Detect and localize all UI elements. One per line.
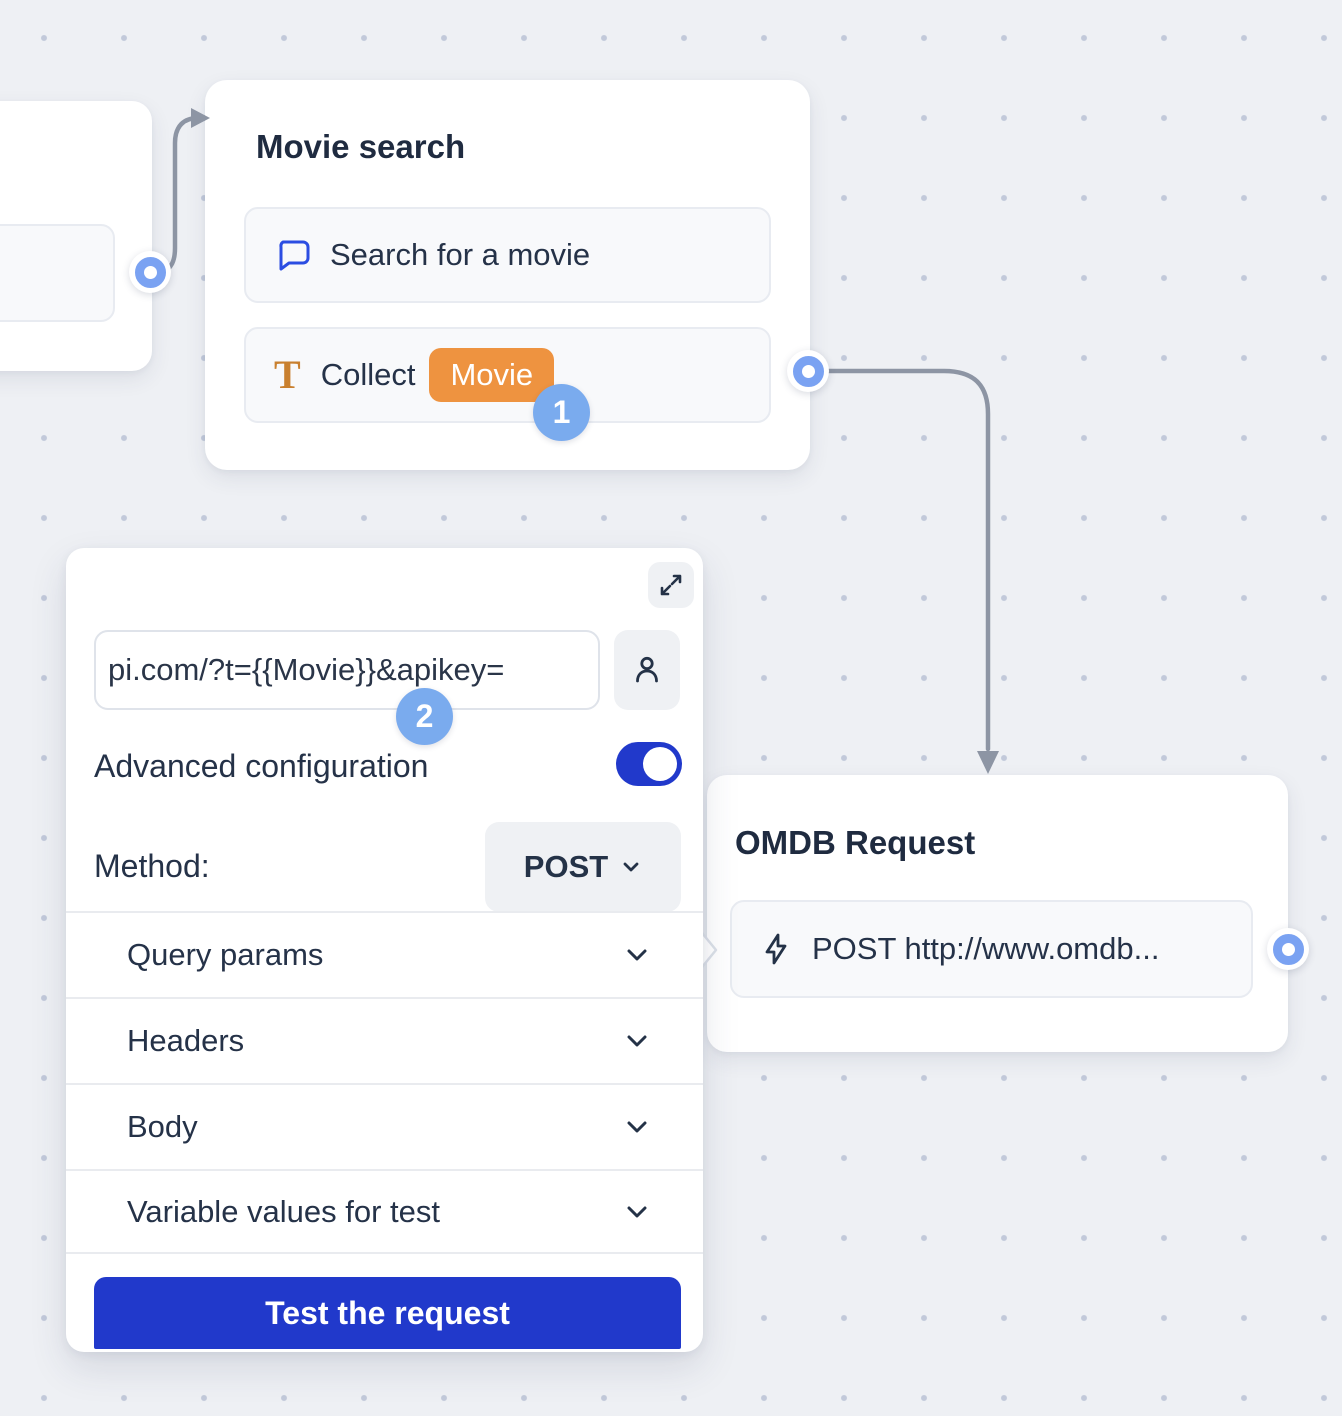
expand-button[interactable] — [648, 562, 694, 608]
output-port-omdb[interactable] — [1267, 928, 1309, 970]
port-ring — [792, 355, 824, 387]
step-2-badge: 2 — [396, 688, 453, 745]
output-port[interactable] — [129, 251, 171, 293]
chat-bubble-icon — [274, 239, 310, 271]
section-query-params[interactable]: Query params — [66, 911, 703, 997]
method-select[interactable]: POST — [485, 822, 681, 912]
chevron-down-icon — [627, 1121, 647, 1133]
node-title: OMDB Request — [735, 824, 976, 861]
text-collect-icon: T — [274, 352, 301, 397]
connector-movie-search-to-omdb — [824, 368, 991, 752]
step-label: Collect — [320, 357, 416, 392]
section-label: Query params — [127, 937, 324, 972]
connector-left-to-movie-search — [158, 115, 201, 276]
section-headers[interactable]: Headers — [66, 997, 703, 1083]
url-input[interactable] — [94, 630, 600, 710]
step-webhook-request[interactable]: POST http://www.omdb... — [730, 900, 1253, 998]
expand-icon — [660, 574, 682, 596]
chevron-down-icon — [627, 1035, 647, 1047]
method-value: POST — [523, 849, 609, 884]
port-ring — [1272, 933, 1304, 965]
step-label: Search for a movie — [330, 237, 591, 272]
port-ring — [134, 256, 166, 288]
node-title: Movie search — [256, 128, 466, 165]
section-label: Headers — [127, 1023, 245, 1058]
connector-arrowhead-down — [977, 751, 999, 774]
variable-badge[interactable]: Movie — [429, 348, 555, 402]
person-icon — [636, 656, 658, 683]
advanced-configuration-toggle[interactable] — [616, 742, 682, 786]
output-port-movie-search[interactable] — [787, 350, 829, 392]
chevron-down-icon — [623, 862, 639, 872]
section-label: Variable values for test — [127, 1193, 441, 1229]
section-label: Body — [127, 1109, 198, 1144]
node-movie-search[interactable]: Movie search Search for a movie T Collec… — [205, 80, 810, 470]
section-variable-values[interactable]: Variable values for test — [66, 1169, 703, 1254]
test-request-button[interactable]: Test the request — [94, 1277, 681, 1349]
chevron-down-icon — [627, 949, 647, 961]
method-label: Method: — [94, 848, 210, 884]
step-1-badge: 1 — [533, 384, 590, 441]
step-collect-variable[interactable]: T Collect Movie — [244, 327, 771, 423]
advanced-configuration-label: Advanced configuration — [94, 748, 429, 784]
person-button[interactable] — [614, 630, 680, 710]
node-partial-left[interactable] — [0, 101, 152, 371]
toggle-knob — [643, 747, 677, 781]
webhook-config-panel[interactable]: Advanced configuration Method: POST Quer… — [66, 548, 703, 1352]
step-row[interactable] — [0, 224, 115, 322]
lightning-icon — [758, 931, 794, 967]
step-label: POST http://www.omdb... — [812, 931, 1160, 966]
step-question-text[interactable]: Search for a movie — [244, 207, 771, 303]
chevron-down-icon — [627, 1206, 647, 1217]
section-body[interactable]: Body — [66, 1083, 703, 1169]
node-omdb-request[interactable]: OMDB Request POST http://www.omdb... — [707, 775, 1288, 1052]
